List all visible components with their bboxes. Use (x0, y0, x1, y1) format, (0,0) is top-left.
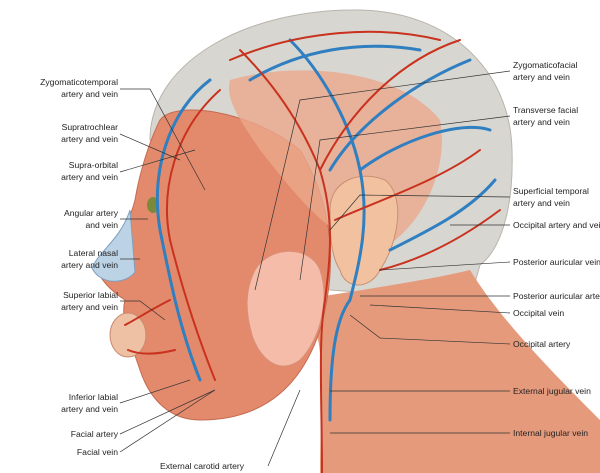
label-superficial-temporal: Superficial temporal artery and vein (513, 185, 589, 209)
label-line: artery and vein (61, 134, 118, 144)
label-zygomaticotemporal: Zygomaticotemporal artery and vein (40, 76, 118, 100)
label-superior-labial: Superior labial artery and vein (61, 289, 118, 313)
label-line: artery and vein (61, 302, 118, 312)
veins (156, 38, 497, 422)
label-line: artery and vein (513, 117, 570, 127)
label-line: artery and vein (61, 404, 118, 414)
label-line: Transverse facial (513, 105, 579, 115)
label-angular: Angular artery and vein (64, 207, 118, 231)
label-line: Inferior labial (68, 392, 118, 402)
label-line: Supra-orbital (68, 160, 118, 170)
arteries (124, 30, 501, 473)
parotid-gland (246, 250, 325, 367)
leader-lines (119, 70, 511, 467)
label-line: artery and vein (61, 89, 118, 99)
label-supra-orbital: Supra-orbital artery and vein (61, 159, 118, 183)
lips (109, 312, 147, 358)
label-occipital-artery-vein: Occipital artery and vein (513, 220, 600, 230)
label-transverse-facial: Transverse facial artery and vein (513, 104, 578, 128)
label-line: Zygomaticotemporal (40, 77, 118, 87)
label-supratrochlear: Supratrochlear artery and vein (61, 121, 118, 145)
label-line: Lateral nasal (68, 248, 118, 258)
label-line: artery and vein (61, 260, 118, 270)
label-line: Superior labial (63, 290, 118, 300)
label-facial-vein: Facial vein (76, 447, 118, 457)
nose (91, 209, 136, 282)
label-posterior-auricular-artery: Posterior auricular artery (513, 291, 600, 301)
label-inferior-labial: Inferior labial artery and vein (61, 391, 118, 415)
label-lateral-nasal: Lateral nasal artery and vein (61, 247, 118, 271)
label-facial-artery: Facial artery (70, 429, 118, 439)
label-line: Superficial temporal (513, 186, 589, 196)
label-line: artery and vein (513, 198, 570, 208)
label-line: artery and vein (513, 72, 570, 82)
label-line: Angular artery (64, 208, 118, 218)
label-external-jugular-vein: External jugular vein (513, 386, 591, 396)
label-line: Supratrochlear (61, 122, 118, 132)
label-line: artery and vein (61, 172, 118, 182)
label-line: and vein (85, 220, 119, 230)
label-occipital-vein: Occipital vein (513, 308, 565, 318)
label-external-carotid: External carotid artery (160, 461, 245, 471)
label-line: Zygomaticofacial (513, 60, 578, 70)
label-zygomaticofacial: Zygomaticofacial artery and vein (513, 59, 577, 83)
label-internal-jugular-vein: Internal jugular vein (513, 428, 589, 438)
neck (300, 270, 600, 473)
label-posterior-auricular-vein: Posterior auricular vein (513, 257, 600, 267)
label-occipital-artery: Occipital artery (513, 339, 571, 349)
